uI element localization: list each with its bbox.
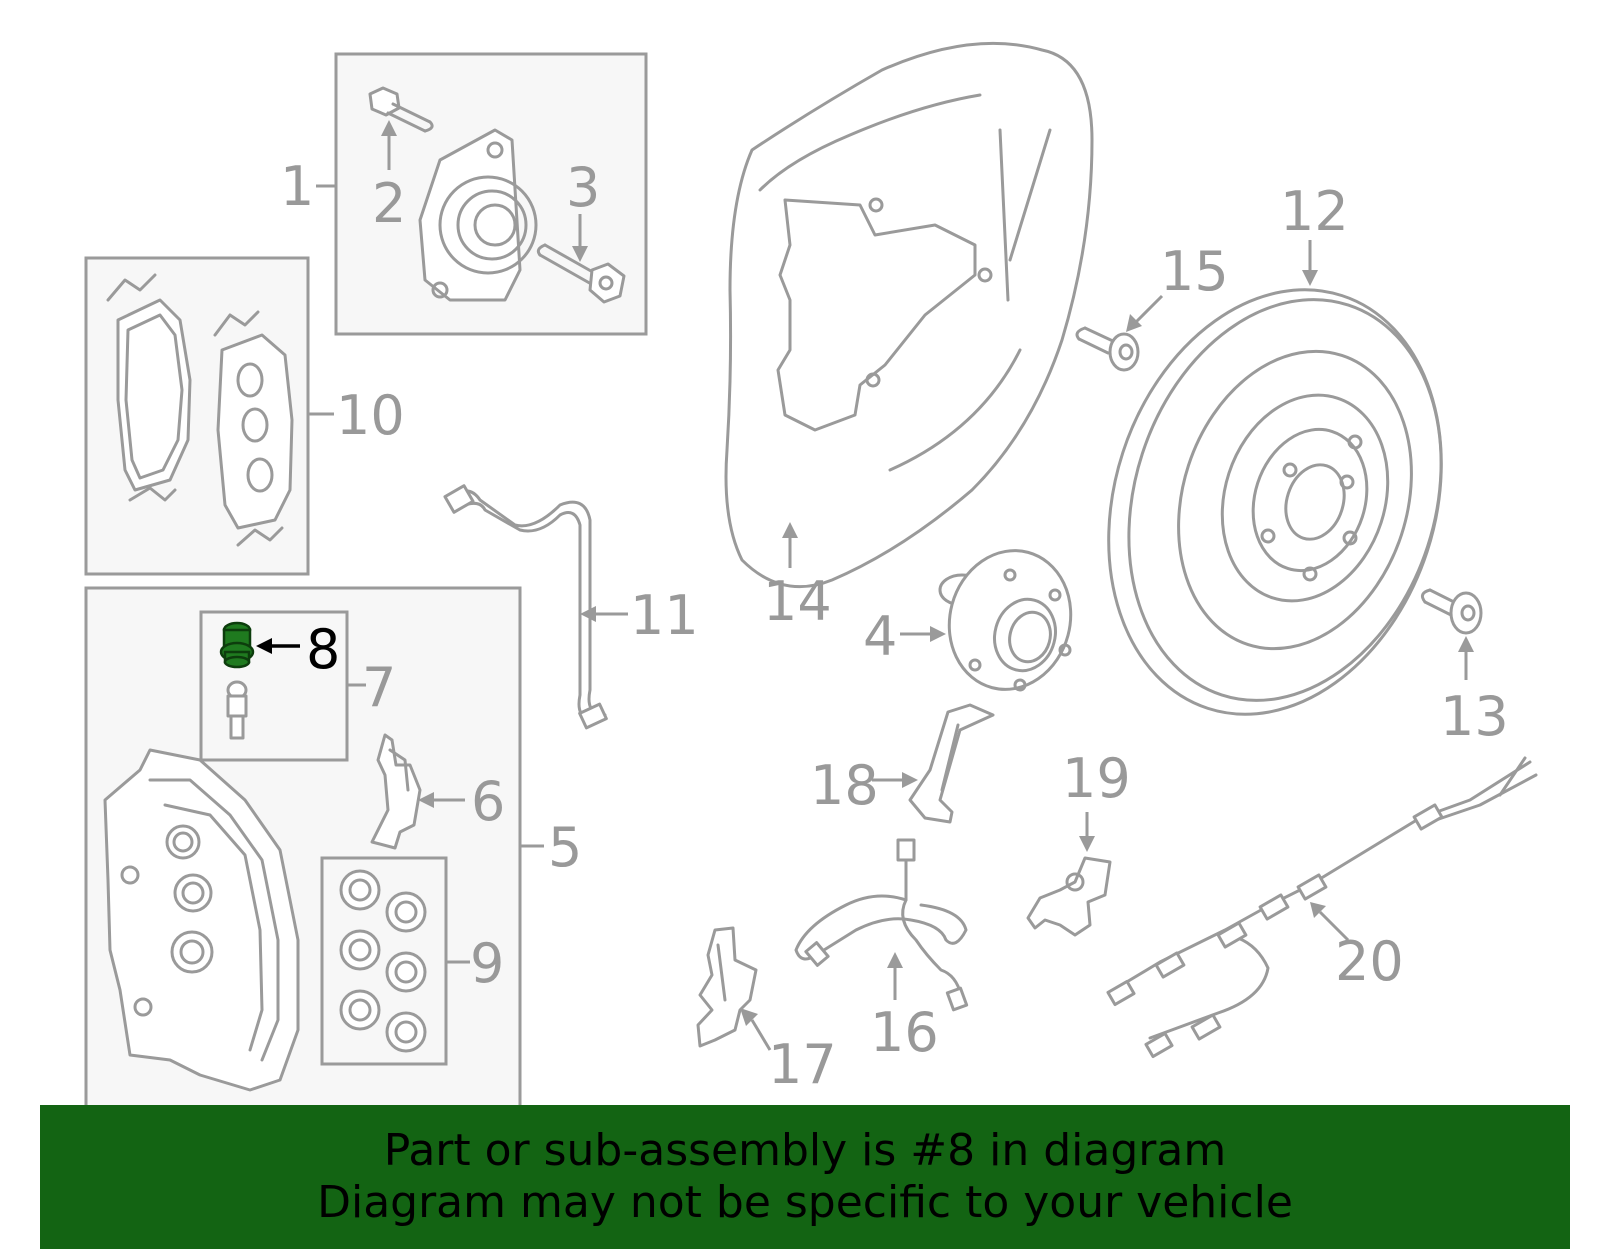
seal-kit-9-icon	[339, 869, 427, 1053]
screw-13-icon	[1420, 588, 1483, 635]
brake-line-11-icon	[443, 484, 608, 730]
group-box-10	[84, 256, 310, 576]
callout-16: 16	[870, 1001, 939, 1064]
callout-1: 1	[280, 155, 314, 218]
callout-7: 7	[362, 656, 396, 719]
wheel-hub-4-icon	[938, 549, 1073, 692]
callout-12: 12	[1280, 180, 1349, 243]
callout-19: 19	[1062, 747, 1131, 810]
callout-9: 9	[470, 932, 504, 995]
bracket-18-icon	[908, 703, 995, 824]
callout-2: 2	[372, 172, 406, 235]
callout-17: 17	[768, 1033, 837, 1096]
bolt-2-icon	[368, 86, 434, 133]
screw-15-icon	[1075, 326, 1140, 372]
bolt-3-icon	[536, 243, 626, 304]
callout-20: 20	[1335, 930, 1404, 993]
banner-line-1: Part or sub-assembly is #8 in diagram	[384, 1125, 1226, 1176]
callout-6: 6	[471, 770, 505, 833]
spring-clip-6-icon	[370, 733, 422, 850]
clip-17-icon	[696, 926, 758, 1048]
brake-pad-right-icon	[213, 310, 294, 547]
wheel-bearing-housing-icon	[418, 128, 538, 302]
brake-caliper-icon	[103, 748, 300, 1092]
callout-10: 10	[336, 384, 405, 447]
sensor-19-icon	[1026, 856, 1112, 937]
callout-18: 18	[810, 754, 879, 817]
callout-11: 11	[630, 584, 699, 647]
splash-shield-14-icon	[724, 41, 1094, 589]
sensor-cable-20-icon	[1106, 756, 1538, 1059]
callout-8: 8	[306, 618, 340, 681]
group-box-1	[334, 52, 648, 336]
callout-5: 5	[548, 816, 582, 879]
callout-13: 13	[1440, 685, 1509, 748]
wear-sensor-16-icon	[794, 838, 969, 1012]
callout-4: 4	[863, 605, 897, 668]
brake-pad-left-icon	[106, 273, 192, 502]
callout-15: 15	[1160, 240, 1229, 303]
banner-line-2: Diagram may not be specific to your vehi…	[317, 1177, 1293, 1228]
bleeder-cap-8-icon	[219, 621, 255, 669]
brake-rotor-12-icon	[1107, 288, 1443, 716]
group-box-5	[84, 586, 522, 1112]
callout-3: 3	[566, 156, 600, 219]
callout-14: 14	[763, 570, 832, 633]
info-banner: Part or sub-assembly is #8 in diagram Di…	[40, 1105, 1570, 1249]
bleeder-screw-icon	[226, 680, 248, 740]
banner-background	[40, 1105, 1570, 1249]
